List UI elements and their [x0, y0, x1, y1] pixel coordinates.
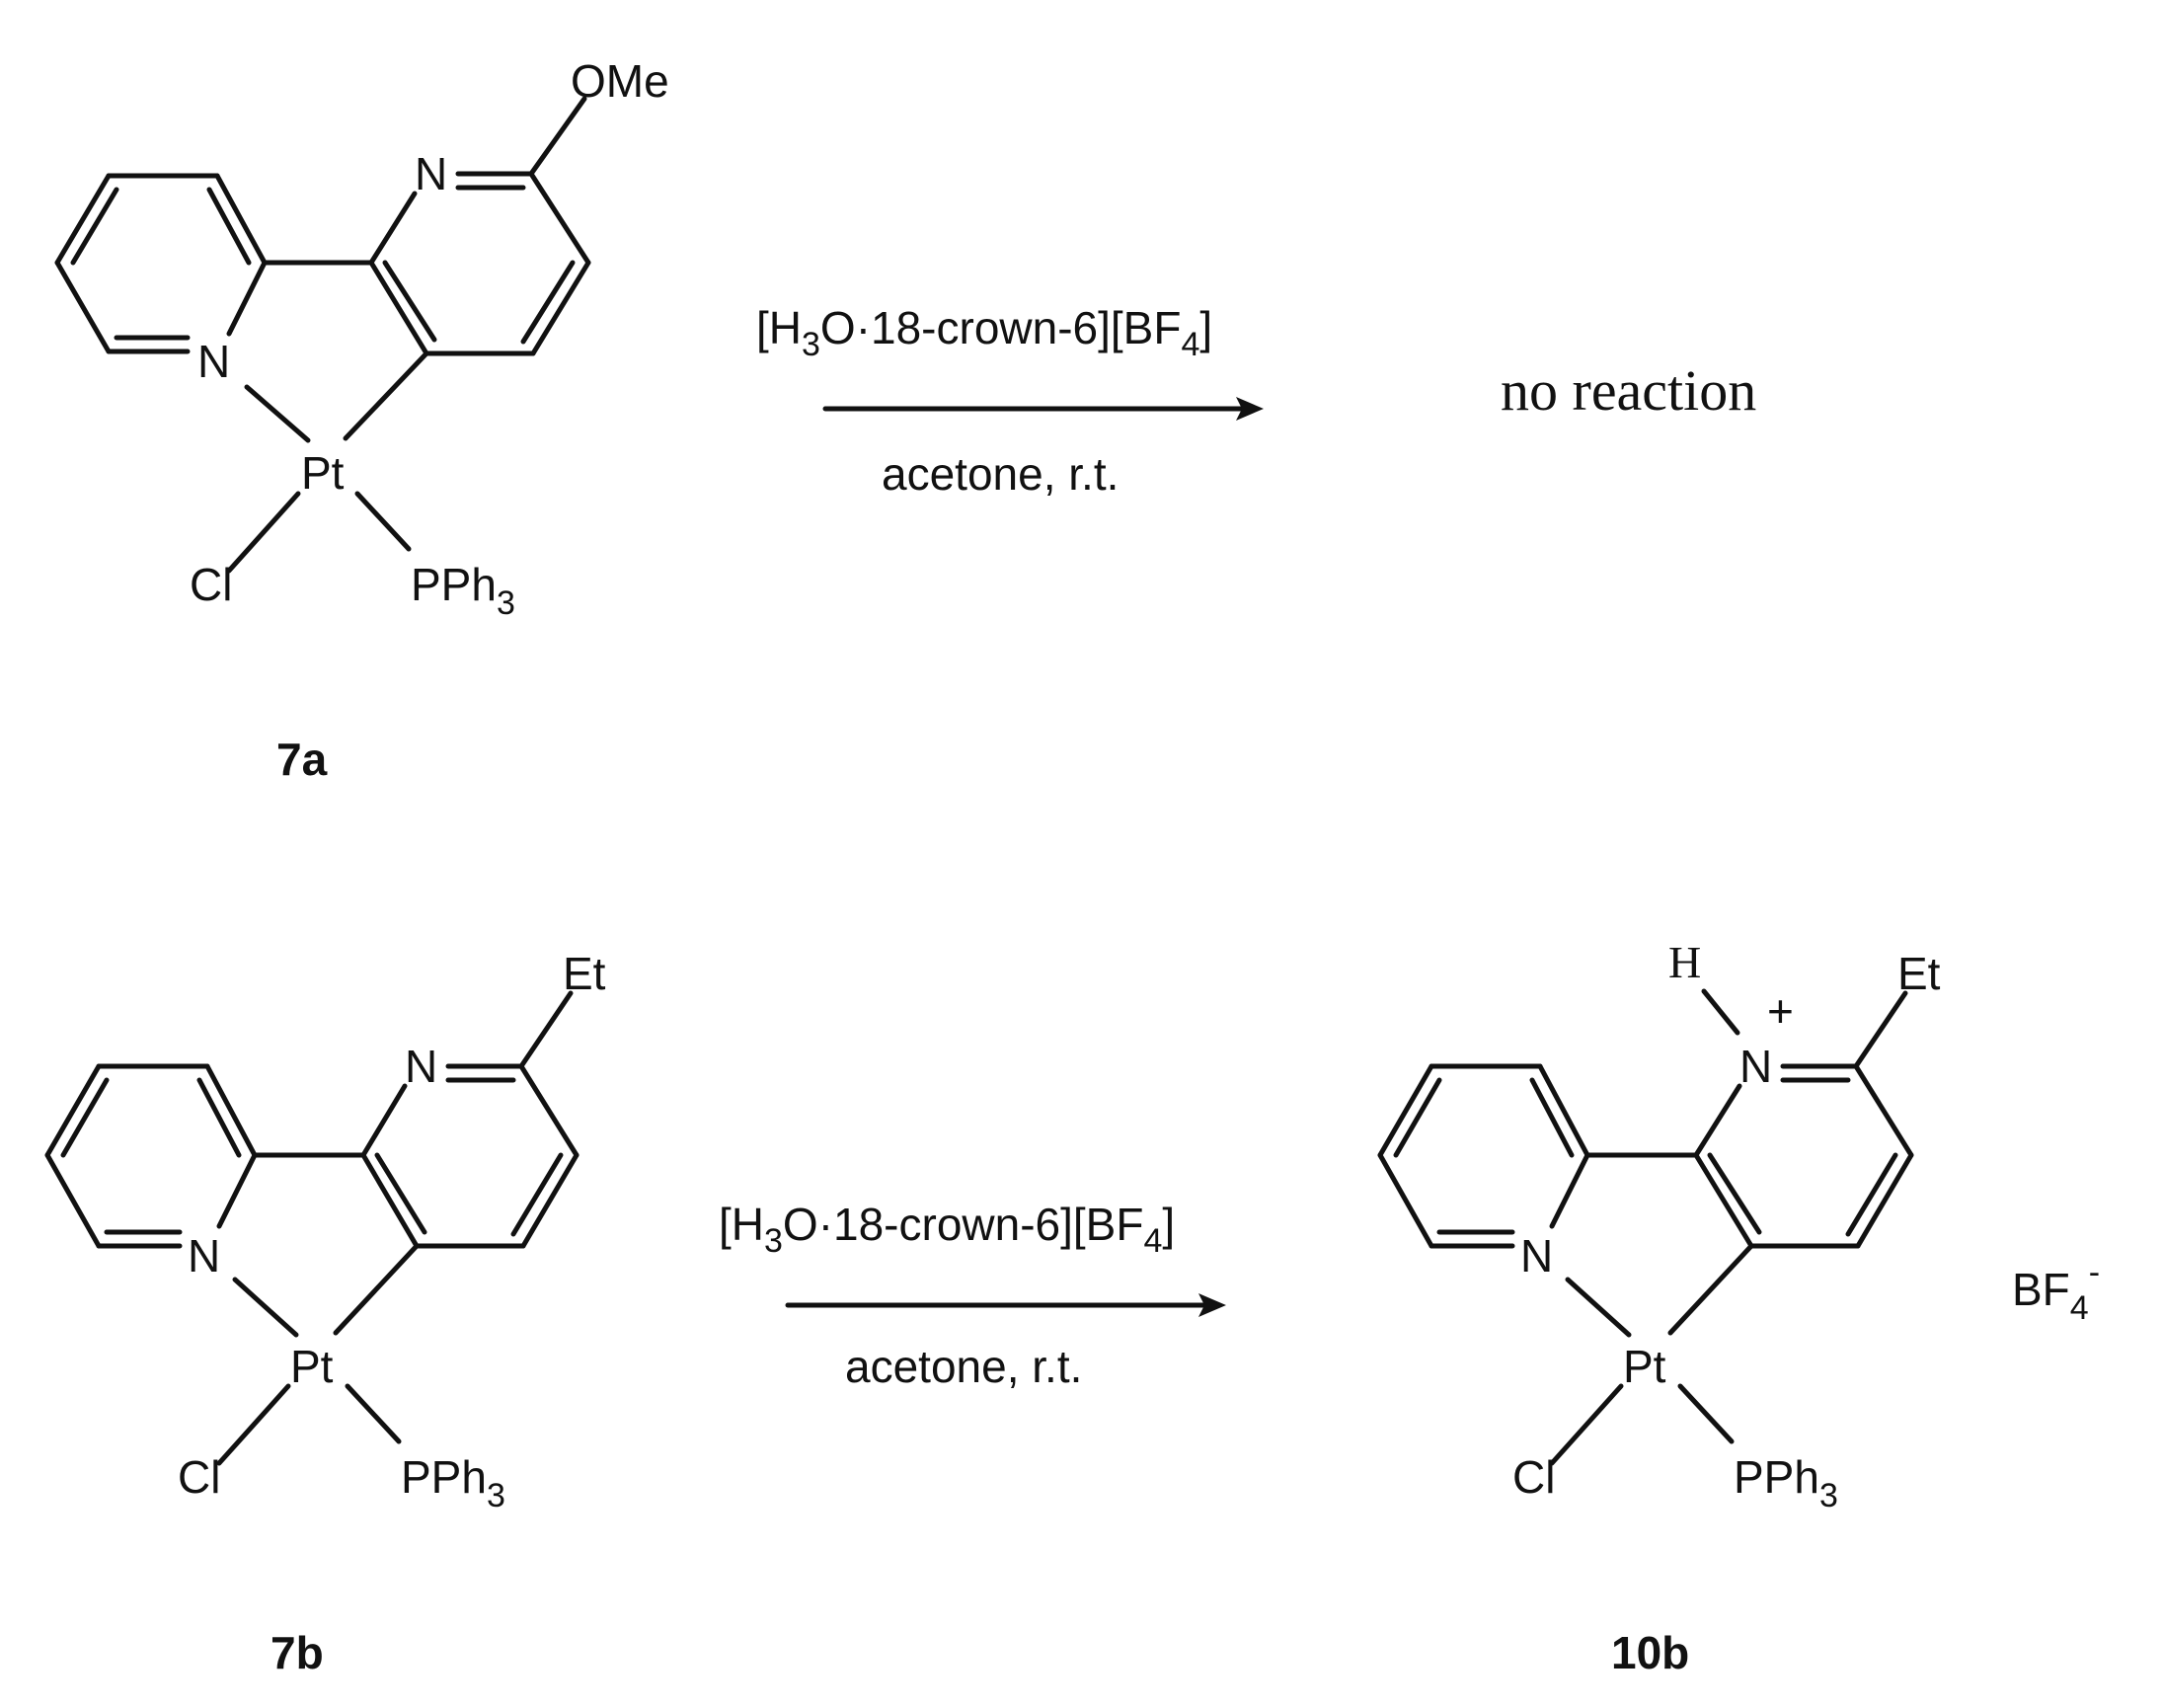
positive-charge-sign: + — [1767, 985, 1794, 1037]
counterion-label: BF4- — [2012, 1254, 2100, 1327]
conditions-text: acetone, r.t. — [882, 448, 1119, 500]
conditions-text: acetone, r.t. — [845, 1341, 1082, 1392]
reagent-text: [H3O·18-crown-6][BF4] — [756, 302, 1212, 363]
compound-label-10b: 10b — [1611, 1627, 1689, 1678]
chloride-label: Cl — [190, 559, 232, 610]
methoxy-label: OMe — [571, 55, 669, 107]
chloride-label: Cl — [178, 1451, 220, 1503]
phosphine-label: PPh3 — [401, 1451, 505, 1514]
nitrogen-atom: N — [415, 148, 447, 199]
reaction-arrow-2: [H3O·18-crown-6][BF4] acetone, r.t. — [719, 1199, 1226, 1392]
platinum-atom: Pt — [290, 1341, 334, 1392]
compound-label-7b: 7b — [270, 1627, 324, 1678]
arrow-head — [1198, 1293, 1226, 1317]
nitrogen-atom: N — [405, 1041, 437, 1092]
phosphine-label: PPh3 — [1734, 1451, 1838, 1514]
compound-label-7a: 7a — [276, 734, 328, 785]
platinum-atom: Pt — [1623, 1341, 1666, 1392]
ethyl-label: Et — [563, 948, 606, 999]
reaction-arrow-1: [H3O·18-crown-6][BF4] acetone, r.t. — [756, 302, 1264, 500]
no-reaction-text: no reaction — [1501, 358, 1756, 423]
compound-7a: N N OMe Pt Cl PPh3 — [54, 55, 669, 622]
compound-10b: N N H + Et Pt Cl PPh3 — [1377, 937, 1941, 1514]
nitrogen-atom: N — [197, 336, 230, 387]
nitrogen-atom: N — [1520, 1230, 1553, 1281]
protonated-nitrogen-atom: N — [1739, 1041, 1772, 1092]
reagent-text: [H3O·18-crown-6][BF4] — [719, 1199, 1175, 1260]
chloride-label: Cl — [1512, 1451, 1555, 1503]
nitrogen-atom: N — [188, 1230, 220, 1281]
compound-7b: N N Et Pt Cl PPh3 — [44, 948, 606, 1514]
proton-label: H — [1668, 937, 1701, 987]
phosphine-label: PPh3 — [411, 559, 515, 622]
ethyl-label: Et — [1897, 948, 1941, 999]
arrow-head — [1236, 397, 1264, 421]
platinum-atom: Pt — [301, 447, 345, 499]
